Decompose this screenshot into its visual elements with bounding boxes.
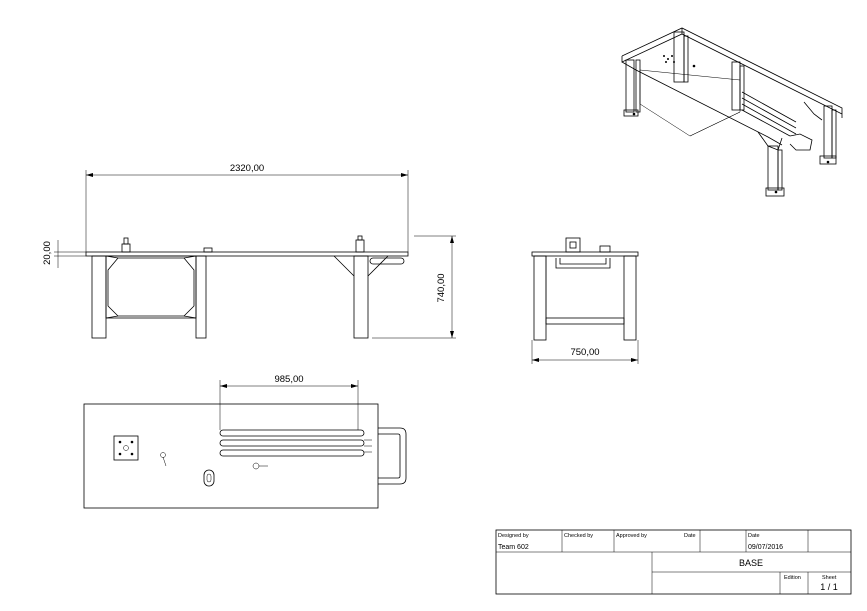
side-view: 750,00 xyxy=(531,237,639,364)
front-view: 2320,00 20,00 740,00 xyxy=(42,163,456,339)
sheet-label: Sheet xyxy=(822,575,837,581)
top-view: 985,00 xyxy=(83,374,407,509)
approved-by-label: Approved by xyxy=(616,533,647,539)
title-block: Designed by Team 602 Checked by Approved… xyxy=(495,529,852,595)
dimension-top-thickness: 20,00 xyxy=(42,241,53,265)
dimension-overall-length: 2320,00 xyxy=(230,163,264,174)
dimension-slot-length: 985,00 xyxy=(274,374,303,385)
designed-by-value: Team 602 xyxy=(498,544,529,551)
checked-by-label: Checked by xyxy=(564,533,593,539)
edition-label: Edition xyxy=(784,575,801,581)
sheet-value: 1 / 1 xyxy=(820,582,838,592)
date-label: Date xyxy=(748,533,760,539)
dimension-side-width: 750,00 xyxy=(570,347,599,358)
isometric-view xyxy=(621,27,843,197)
drawing-title: BASE xyxy=(739,558,763,568)
dimension-overall-height: 740,00 xyxy=(436,273,447,302)
date-label-approved: Date xyxy=(684,533,696,539)
designed-by-label: Designed by xyxy=(498,533,529,539)
date-value: 09/07/2016 xyxy=(748,544,783,551)
